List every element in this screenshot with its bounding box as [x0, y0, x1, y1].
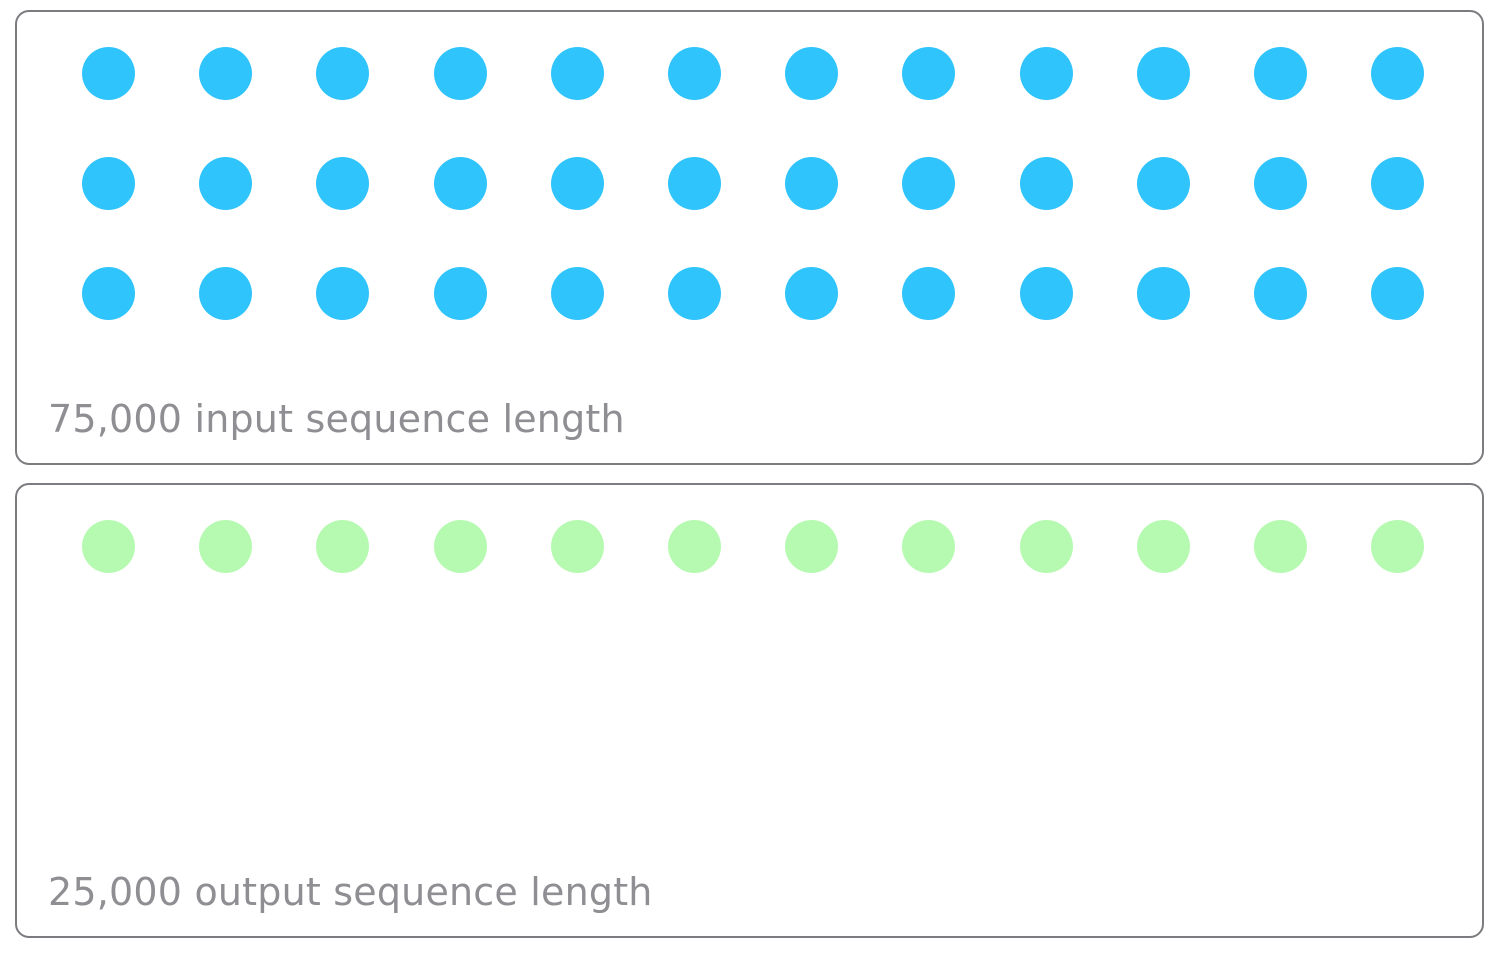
input-token-dot	[316, 267, 370, 320]
input-token-dot	[668, 157, 721, 210]
input-token-grid	[17, 12, 1482, 463]
input-token-dot	[550, 47, 604, 100]
input-token-dot	[668, 47, 721, 100]
input-token-dot	[550, 267, 604, 320]
input-token-dot	[785, 267, 839, 320]
output-token-dot	[316, 520, 370, 573]
input-sequence-caption: 75,000 input sequence length	[48, 397, 625, 441]
output-token-dot	[785, 520, 839, 573]
input-token-dot	[1254, 47, 1307, 100]
input-token-dot	[1136, 47, 1190, 100]
output-sequence-panel: 25,000 output sequence length	[15, 483, 1484, 938]
input-token-dot	[1254, 157, 1307, 210]
input-token-dot	[785, 47, 839, 100]
output-token-dot	[902, 520, 956, 573]
output-token-grid	[17, 485, 1482, 936]
input-token-dot	[1019, 47, 1073, 100]
output-token-dot	[1019, 520, 1073, 573]
input-token-dot	[82, 157, 135, 210]
output-token-dot	[1254, 520, 1307, 573]
input-token-dot	[199, 47, 253, 100]
input-token-dot	[902, 157, 956, 210]
input-token-dot	[433, 47, 487, 100]
output-token-dot	[433, 520, 487, 573]
input-token-dot	[1254, 267, 1307, 320]
input-token-dot	[433, 267, 487, 320]
input-token-dot	[1136, 267, 1190, 320]
input-token-dot	[1136, 157, 1190, 210]
output-token-dot	[1136, 520, 1190, 573]
input-token-dot	[785, 157, 839, 210]
output-token-dot	[1371, 520, 1425, 573]
output-token-dot	[550, 520, 604, 573]
input-token-dot	[316, 47, 370, 100]
input-token-dot	[199, 157, 253, 210]
input-token-dot	[1371, 47, 1425, 100]
input-token-dot	[82, 267, 135, 320]
input-token-dot	[1371, 157, 1425, 210]
input-token-dot	[433, 157, 487, 210]
output-token-dot	[199, 520, 253, 573]
input-token-dot	[1371, 267, 1425, 320]
input-token-dot	[902, 267, 956, 320]
input-token-dot	[550, 157, 604, 210]
input-token-dot	[82, 47, 135, 100]
output-token-dot	[668, 520, 721, 573]
output-token-dot	[82, 520, 135, 573]
input-token-dot	[902, 47, 956, 100]
input-sequence-panel: 75,000 input sequence length	[15, 10, 1484, 465]
input-token-dot	[316, 157, 370, 210]
input-token-dot	[1019, 267, 1073, 320]
input-token-dot	[1019, 157, 1073, 210]
input-token-dot	[668, 267, 721, 320]
input-token-dot	[199, 267, 253, 320]
output-sequence-caption: 25,000 output sequence length	[48, 870, 653, 914]
